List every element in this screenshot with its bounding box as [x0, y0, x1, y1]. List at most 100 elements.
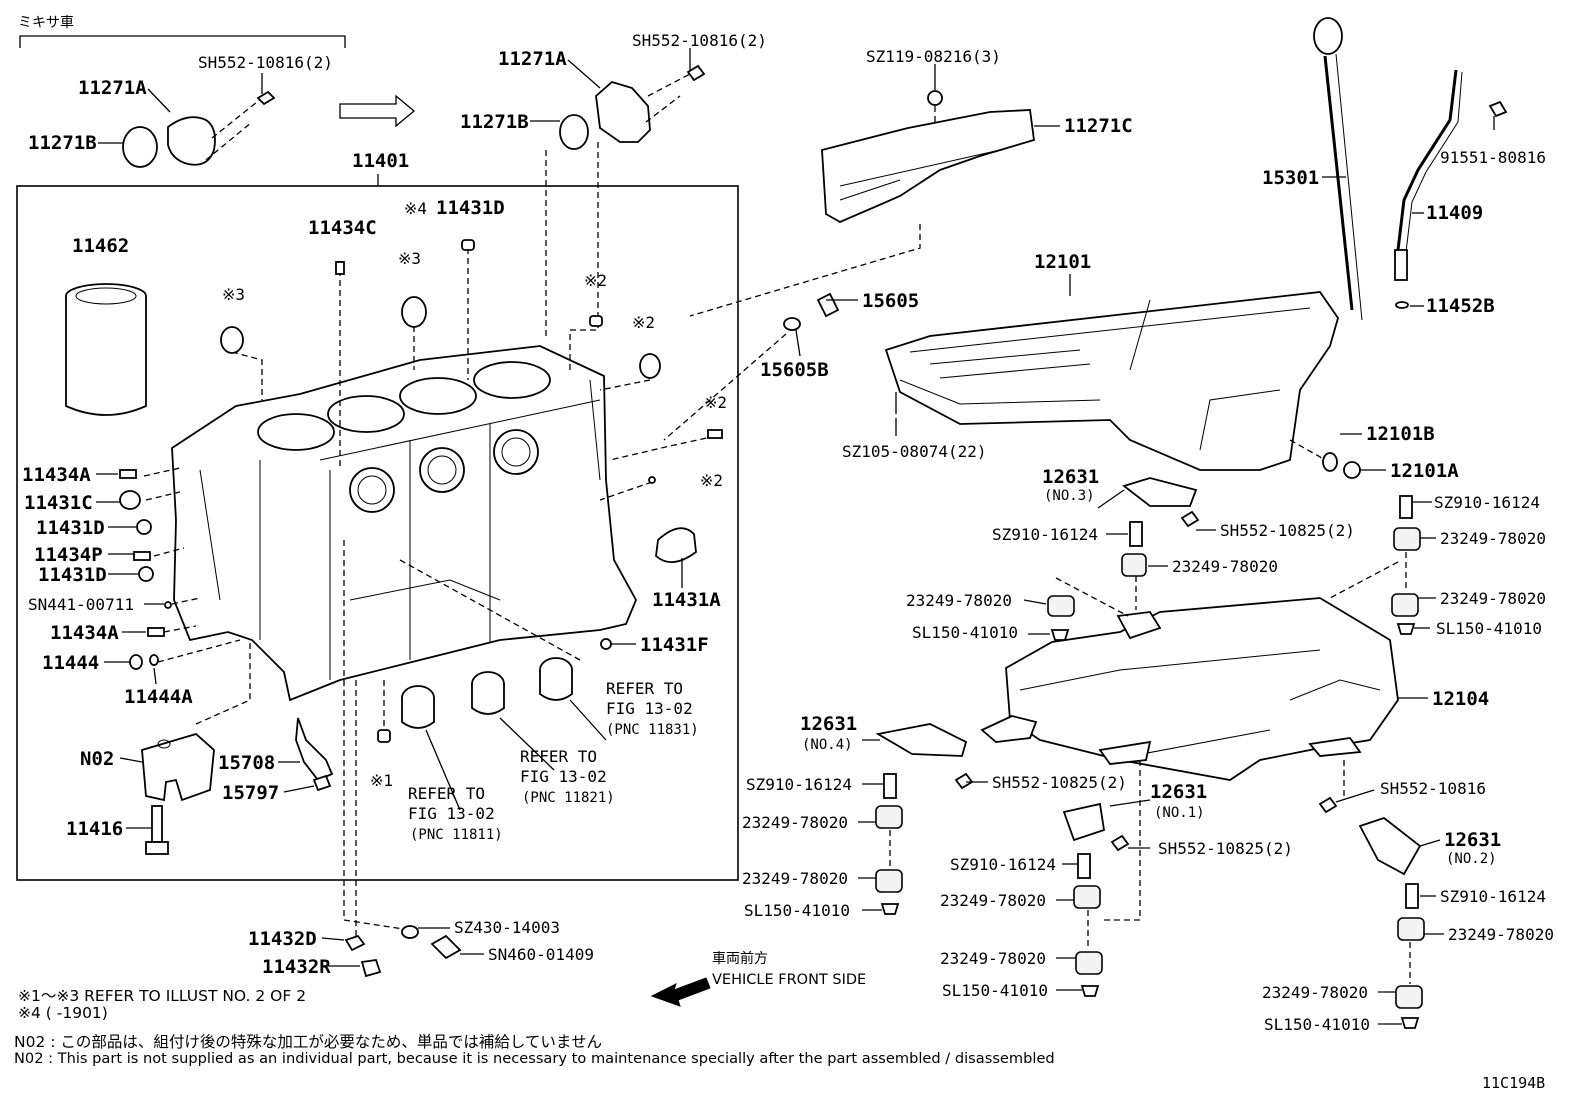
- direction-en: VEHICLE FRONT SIDE: [712, 972, 867, 988]
- bottom-plugs: [344, 925, 462, 978]
- label-SL150-41010-r: SL150-41010: [1436, 619, 1542, 638]
- svg-text:FIG 13-02: FIG 13-02: [606, 699, 693, 718]
- cylinder-block-group-box: 11401: [16, 150, 739, 881]
- label-11434P: 11434P: [34, 544, 103, 566]
- mark-1: ※1: [370, 771, 393, 790]
- label-11431C: 11431C: [24, 492, 93, 514]
- mount-stack-right: [1391, 495, 1421, 635]
- label-23249-78020-no4a: 23249-78020: [742, 813, 848, 832]
- svg-text:(PNC 11831): (PNC 11831): [606, 722, 699, 738]
- variant-label: ミキサ車: [18, 14, 74, 31]
- direction-jp: 車両前方: [712, 951, 768, 967]
- label-12101A: 12101A: [1390, 460, 1459, 482]
- refer-note-11821: REFER TO FIG 13-02 (PNC 11821): [520, 747, 615, 806]
- label-11271A-variant: 11271A: [78, 77, 147, 99]
- label-15797: 15797: [222, 782, 279, 804]
- label-11271A: 11271A: [498, 48, 567, 70]
- timing-cover-small-variant: [122, 90, 276, 168]
- rear-plate: [689, 90, 1035, 317]
- label-SH552-10825-no1: SH552-10825(2): [1158, 839, 1293, 858]
- label-11271B: 11271B: [460, 111, 529, 133]
- label-11432D: 11432D: [248, 928, 317, 950]
- svg-text:FIG 13-02: FIG 13-02: [408, 804, 495, 823]
- mark-2-d: ※2: [700, 471, 723, 490]
- note-mark4: ※4 ( -1901): [18, 1004, 108, 1022]
- label-11431D-top: 11431D: [436, 197, 505, 219]
- callout-labels: 11271A 11271B SH552-10816(2) 11271A 1127…: [22, 31, 1554, 1034]
- label-23249-78020-no1b: 23249-78020: [940, 949, 1046, 968]
- label-11444: 11444: [42, 652, 99, 674]
- main-bearing-cap: [141, 717, 334, 855]
- label-no4: (NO.4): [802, 737, 853, 753]
- label-SN441-00711: SN441-00711: [28, 595, 134, 614]
- label-15708: 15708: [218, 752, 275, 774]
- label-23249-78020-r2: 23249-78020: [1440, 589, 1546, 608]
- label-SL150-41010-a: SL150-41010: [912, 623, 1018, 642]
- label-12101: 12101: [1034, 251, 1091, 273]
- camshaft-bearings: [401, 657, 607, 811]
- variant-arrow: [339, 94, 416, 128]
- label-11452B: 11452B: [1426, 295, 1495, 317]
- label-N02: N02: [80, 748, 114, 770]
- label-23249-78020-no1a: 23249-78020: [940, 891, 1046, 910]
- label-23249-78020-no4b: 23249-78020: [742, 869, 848, 888]
- diagram-id: 11C194B: [1482, 1074, 1546, 1092]
- mount-stack-no4: [875, 723, 974, 915]
- cylinder-liner: [65, 283, 147, 416]
- label-no2: (NO.2): [1446, 851, 1497, 867]
- note-refer-illust: ※1～※3 REFER TO ILLUST NO. 2 OF 2: [18, 987, 307, 1005]
- label-11416: 11416: [66, 818, 123, 840]
- box-part-number: 11401: [352, 150, 409, 172]
- label-SL150-41010-no4: SL150-41010: [744, 901, 850, 920]
- label-23249-78020-a: 23249-78020: [1172, 557, 1278, 576]
- label-12104: 12104: [1432, 688, 1489, 710]
- label-12101B: 12101B: [1366, 423, 1435, 445]
- refer-note-11811: REFER TO FIG 13-02 (PNC 11811): [408, 784, 503, 843]
- label-SZ119-08216: SZ119-08216(3): [866, 47, 1001, 66]
- svg-text:REFER TO: REFER TO: [520, 747, 597, 766]
- label-15605: 15605: [862, 290, 919, 312]
- mark-3-a: ※3: [398, 249, 421, 268]
- label-12631-no2: 12631: [1444, 829, 1501, 851]
- label-SH552-10816-variant: SH552-10816(2): [198, 53, 333, 72]
- label-SL150-41010-no2: SL150-41010: [1264, 1015, 1370, 1034]
- label-11431D-1: 11431D: [36, 517, 105, 539]
- svg-text:REFER TO: REFER TO: [606, 679, 683, 698]
- label-11444A: 11444A: [124, 686, 193, 708]
- mark-2-c: ※2: [704, 393, 727, 412]
- label-11409: 11409: [1426, 202, 1483, 224]
- label-11434C: 11434C: [308, 217, 377, 239]
- label-SH552-10816-no2: SH552-10816: [1380, 779, 1486, 798]
- label-15605B: 15605B: [760, 359, 829, 381]
- label-SH552-10816: SH552-10816(2): [632, 31, 767, 50]
- upper-oil-pan: [663, 291, 1361, 479]
- label-SN460-01409: SN460-01409: [488, 945, 594, 964]
- callout-leaders: [96, 48, 1495, 1025]
- label-SZ910-16124-no4: SZ910-16124: [746, 775, 852, 794]
- oil-dipstick: [1313, 17, 1508, 321]
- label-SZ910-16124-no3: SZ910-16124: [992, 525, 1098, 544]
- label-11432R: 11432R: [262, 956, 331, 978]
- variant-bracket: ミキサ車: [18, 14, 346, 48]
- label-91551-80816: 91551-80816: [1440, 148, 1546, 167]
- svg-text:(PNC 11821): (PNC 11821): [522, 790, 615, 806]
- cylinder-block: [171, 345, 637, 702]
- label-11431A: 11431A: [652, 589, 721, 611]
- label-SZ910-16124-no1: SZ910-16124: [950, 855, 1056, 874]
- label-SZ105-08074: SZ105-08074(22): [842, 442, 987, 461]
- refer-note-11831: REFER TO FIG 13-02 (PNC 11831): [606, 679, 699, 738]
- label-SZ430-14003: SZ430-14003: [454, 918, 560, 937]
- label-12631-no4: 12631: [800, 713, 857, 735]
- label-no1: (NO.1): [1154, 805, 1205, 821]
- label-SZ910-16124-r: SZ910-16124: [1434, 493, 1540, 512]
- note-n02-en: N02 : This part is not supplied as an in…: [14, 1050, 1055, 1067]
- mount-stack-no3: [1047, 477, 1200, 641]
- label-11431D-2: 11431D: [38, 564, 107, 586]
- svg-text:FIG 13-02: FIG 13-02: [520, 767, 607, 786]
- reference-marks: ※4 ※3 ※3 ※2 ※2 ※2 ※2 ※1: [222, 199, 727, 790]
- label-SH552-10825-no4: SH552-10825(2): [992, 773, 1127, 792]
- svg-text:REFER TO: REFER TO: [408, 784, 485, 803]
- label-SH552-10825-no3: SH552-10825(2): [1220, 521, 1355, 540]
- label-11271C: 11271C: [1064, 115, 1133, 137]
